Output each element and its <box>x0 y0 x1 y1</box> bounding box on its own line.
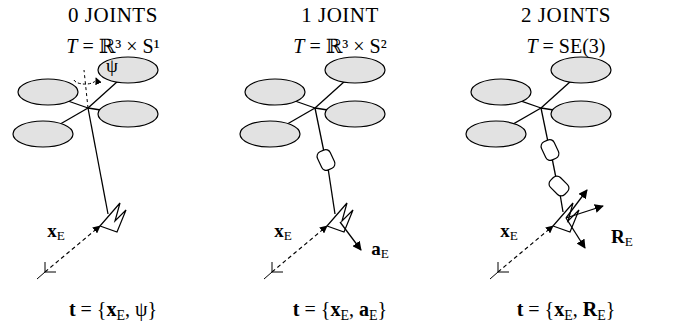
panel-heading: 2 JOINTS <box>521 4 611 27</box>
position-symbol: xE <box>500 221 518 244</box>
task-space: T = ℝ³ × S¹ <box>66 35 159 57</box>
position-symbol: xE <box>274 221 292 244</box>
task-space: T = ℝ³ × S² <box>293 35 386 57</box>
axis-symbol: aE <box>371 239 389 262</box>
rotation-symbol: RE <box>611 227 633 250</box>
task-tuple: t = {xE, aE} <box>293 298 387 323</box>
task-space: T = SE(3) <box>526 35 605 57</box>
task-tuple: t = {xE, ψ} <box>69 298 157 323</box>
yaw-symbol: ψ <box>106 56 118 77</box>
panel-heading: 1 JOINT <box>301 4 379 27</box>
panel-heading: 0 JOINTS <box>68 4 158 27</box>
task-tuple: t = {xE, RE} <box>517 298 616 323</box>
position-symbol: xE <box>47 221 65 244</box>
